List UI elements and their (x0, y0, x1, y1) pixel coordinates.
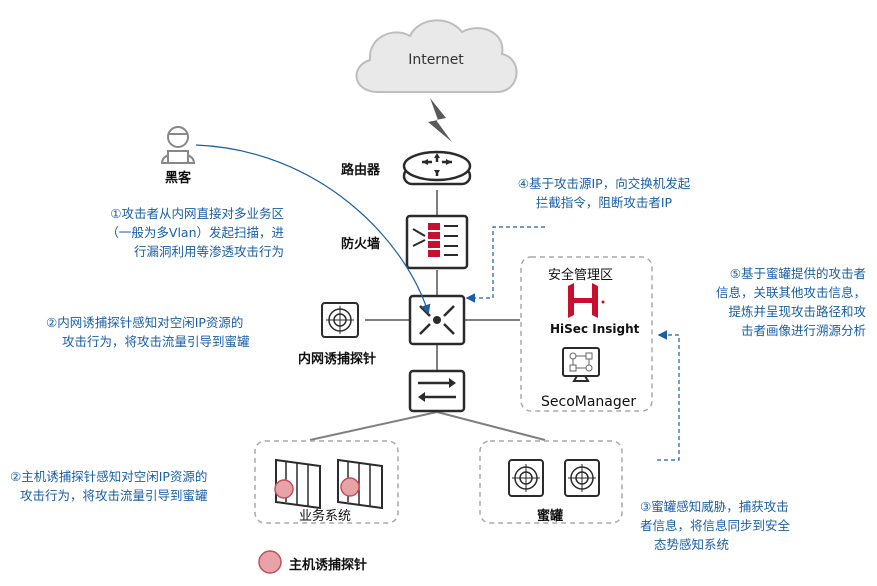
annotation-1: ①攻击者从内网直接对多业务区 （一般为多Vlan）发起扫描，进 行漏洞利用等渗透… (66, 204, 284, 261)
business-label: 业务系统 (299, 509, 352, 524)
annotation-5-line: 提炼并呈现攻击路径和攻 (728, 304, 866, 319)
host-probe-marker (340, 477, 360, 497)
host-probe-marker (274, 479, 294, 499)
annotation-2-network: ②内网诱捕探针感知对空闲IP资源的 攻击行为，将攻击流量引导到蜜罐 (46, 313, 250, 351)
hacker-icon (160, 126, 196, 164)
honeypot-icon (508, 459, 600, 497)
network-links (309, 190, 546, 441)
hacker-label: 黑客 (165, 171, 192, 186)
flow-arrows (195, 144, 680, 461)
hisec-label: HiSec Insight (550, 322, 640, 336)
annotation-5-line: ⑤基于蜜罐提供的攻击者 (729, 266, 866, 281)
network-probe-label: 内网诱捕探针 (298, 352, 377, 367)
hisec-logo-icon (568, 283, 605, 318)
legend-probe-marker (258, 550, 282, 574)
firewall-icon (405, 214, 469, 270)
network-probe-icon (321, 302, 359, 338)
internet-cloud-icon (355, 19, 518, 93)
security-zone-box (520, 256, 653, 412)
security-zone-label: 安全管理区 (548, 268, 614, 283)
annotation-4: ④基于攻击源IP，向交换机发起 拦截指令，阻断攻击者IP (486, 174, 722, 212)
annotation-5-line: 击者画像进行溯源分析 (740, 323, 866, 338)
annotation-2-host: ②主机诱捕探针感知对空闲IP资源的 攻击行为，将攻击流量引导到蜜罐 (10, 467, 208, 505)
annotation-1-line: 行漏洞利用等渗透攻击行为 (133, 244, 284, 259)
annotation-2-host-line: 攻击行为，将攻击流量引导到蜜罐 (20, 488, 208, 503)
internet-label: Internet (408, 52, 464, 68)
router-icon (402, 150, 472, 186)
annotation-5-line: 信息，关联其他攻击信息， (715, 285, 866, 300)
annotation-2-network-line: ②内网诱捕探针感知对空闲IP资源的 (46, 315, 244, 330)
router-label: 路由器 (341, 163, 381, 178)
annotation-5: ⑤基于蜜罐提供的攻击者 信息，关联其他攻击信息， 提炼并呈现攻击路径和攻 击者画… (680, 264, 866, 340)
annotation-3-line: 态势感知系统 (654, 537, 730, 552)
annotation-2-host-line: ②主机诱捕探针感知对空闲IP资源的 (10, 469, 208, 484)
honeypot-label: 蜜罐 (537, 509, 564, 524)
access-switch-icon (408, 369, 466, 413)
annotation-3-line: 者信息，将信息同步到安全 (640, 518, 791, 533)
annotation-4-line: ④基于攻击源IP，向交换机发起 (517, 176, 691, 191)
annotation-4-line: 拦截指令，阻断攻击者IP (535, 195, 673, 210)
firewall-label: 防火墙 (341, 237, 381, 252)
annotation-3-line: ③蜜罐感知威胁，捕获攻击 (640, 499, 789, 514)
annotation-1-line: ①攻击者从内网直接对多业务区 (110, 206, 284, 221)
annotation-1-line: （一般为多Vlan）发起扫描，进 (106, 225, 284, 240)
seco-manager-icon (562, 347, 600, 382)
core-switch-icon (408, 294, 466, 346)
annotation-3: ③蜜罐感知威胁，捕获攻击 者信息，将信息同步到安全 态势感知系统 (640, 497, 790, 554)
legend-host-probe-label: 主机诱捕探针 (289, 558, 368, 573)
annotation-2-network-line: 攻击行为，将攻击流量引导到蜜罐 (62, 334, 250, 349)
seco-label: SecoManager (541, 394, 637, 410)
lightning-icon (428, 98, 452, 142)
